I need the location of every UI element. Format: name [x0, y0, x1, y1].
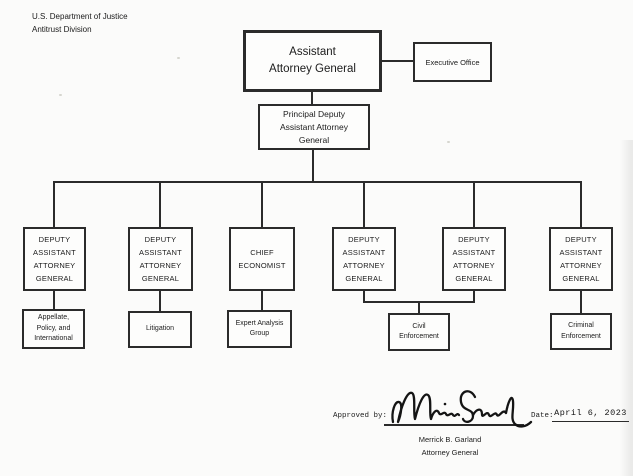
org-box-civil-enforcement: Civil Enforcement	[388, 313, 450, 351]
connector-branch3-unit	[261, 291, 263, 310]
org-box-assistant-attorney-general: Assistant Attorney General	[243, 30, 382, 92]
connector-drop-1	[53, 181, 55, 227]
scan-edge-shadow	[620, 140, 633, 476]
signatory-block: Merrick B. Garland Attorney General	[390, 433, 510, 459]
connector-root-to-principal-deputy	[311, 92, 313, 104]
handwritten-signature	[391, 390, 533, 428]
connector-branch2-unit	[159, 291, 161, 311]
connector-branch4-join	[363, 291, 365, 303]
org-box-daag-civil-1: DEPUTY ASSISTANT ATTORNEY GENERAL	[332, 227, 396, 291]
connector-drop-4	[363, 181, 365, 227]
connector-branch6-unit	[580, 291, 582, 313]
connector-drop-6	[580, 181, 582, 227]
connector-branch1-unit	[53, 291, 55, 309]
org-box-chief-economist: CHIEF ECONOMIST	[229, 227, 295, 291]
scan-speck	[447, 141, 450, 143]
scan-speck	[177, 57, 180, 59]
division-name: Antitrust Division	[32, 25, 92, 34]
signature-line	[384, 424, 524, 426]
org-box-principal-deputy: Principal Deputy Assistant Attorney Gene…	[258, 104, 370, 150]
org-box-litigation: Litigation	[128, 311, 192, 348]
signatory-name: Merrick B. Garland	[418, 435, 482, 444]
connector-drop-2	[159, 181, 161, 227]
org-box-appellate-policy-international: Appellate, Policy, and International	[22, 309, 85, 349]
org-box-daag-appellate: DEPUTY ASSISTANT ATTORNEY GENERAL	[23, 227, 86, 291]
org-box-daag-civil-2: DEPUTY ASSISTANT ATTORNEY GENERAL	[442, 227, 506, 291]
agency-name: U.S. Department of Justice	[32, 12, 128, 21]
approved-by-label: Approved by:	[333, 412, 388, 420]
org-box-expert-analysis-group: Expert Analysis Group	[227, 310, 292, 348]
letterhead: U.S. Department of Justice Antitrust Div…	[32, 10, 128, 36]
connector-branch5-join	[473, 291, 475, 303]
connector-drop-3	[261, 181, 263, 227]
connector-root-to-executive-office	[382, 60, 413, 62]
date-value: April 6, 2023	[552, 408, 629, 422]
org-box-executive-office: Executive Office	[413, 42, 492, 82]
org-box-criminal-enforcement: Criminal Enforcement	[550, 313, 612, 350]
connector-bus	[53, 181, 582, 183]
date-label: Date:	[531, 412, 554, 420]
org-box-daag-criminal: DEPUTY ASSISTANT ATTORNEY GENERAL	[549, 227, 613, 291]
org-box-daag-litigation: DEPUTY ASSISTANT ATTORNEY GENERAL	[128, 227, 193, 291]
connector-drop-5	[473, 181, 475, 227]
scan-speck	[59, 94, 62, 96]
signatory-title: Attorney General	[421, 448, 479, 457]
connector-principal-deputy-to-bus	[312, 150, 314, 183]
connector-join-to-civil	[418, 301, 420, 313]
